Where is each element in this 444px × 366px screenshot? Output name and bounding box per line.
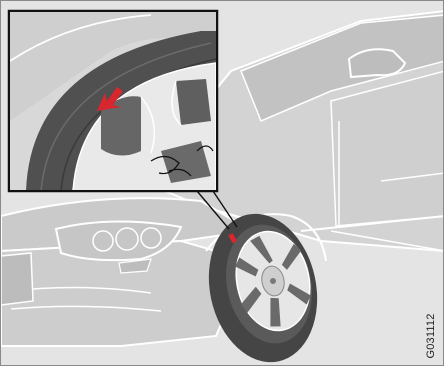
grille — [1, 253, 33, 305]
figure-code: G031112 — [422, 313, 438, 363]
side-mirror — [349, 49, 405, 77]
detail-inset — [9, 11, 217, 191]
figure-code-label: G031112 — [425, 311, 437, 361]
